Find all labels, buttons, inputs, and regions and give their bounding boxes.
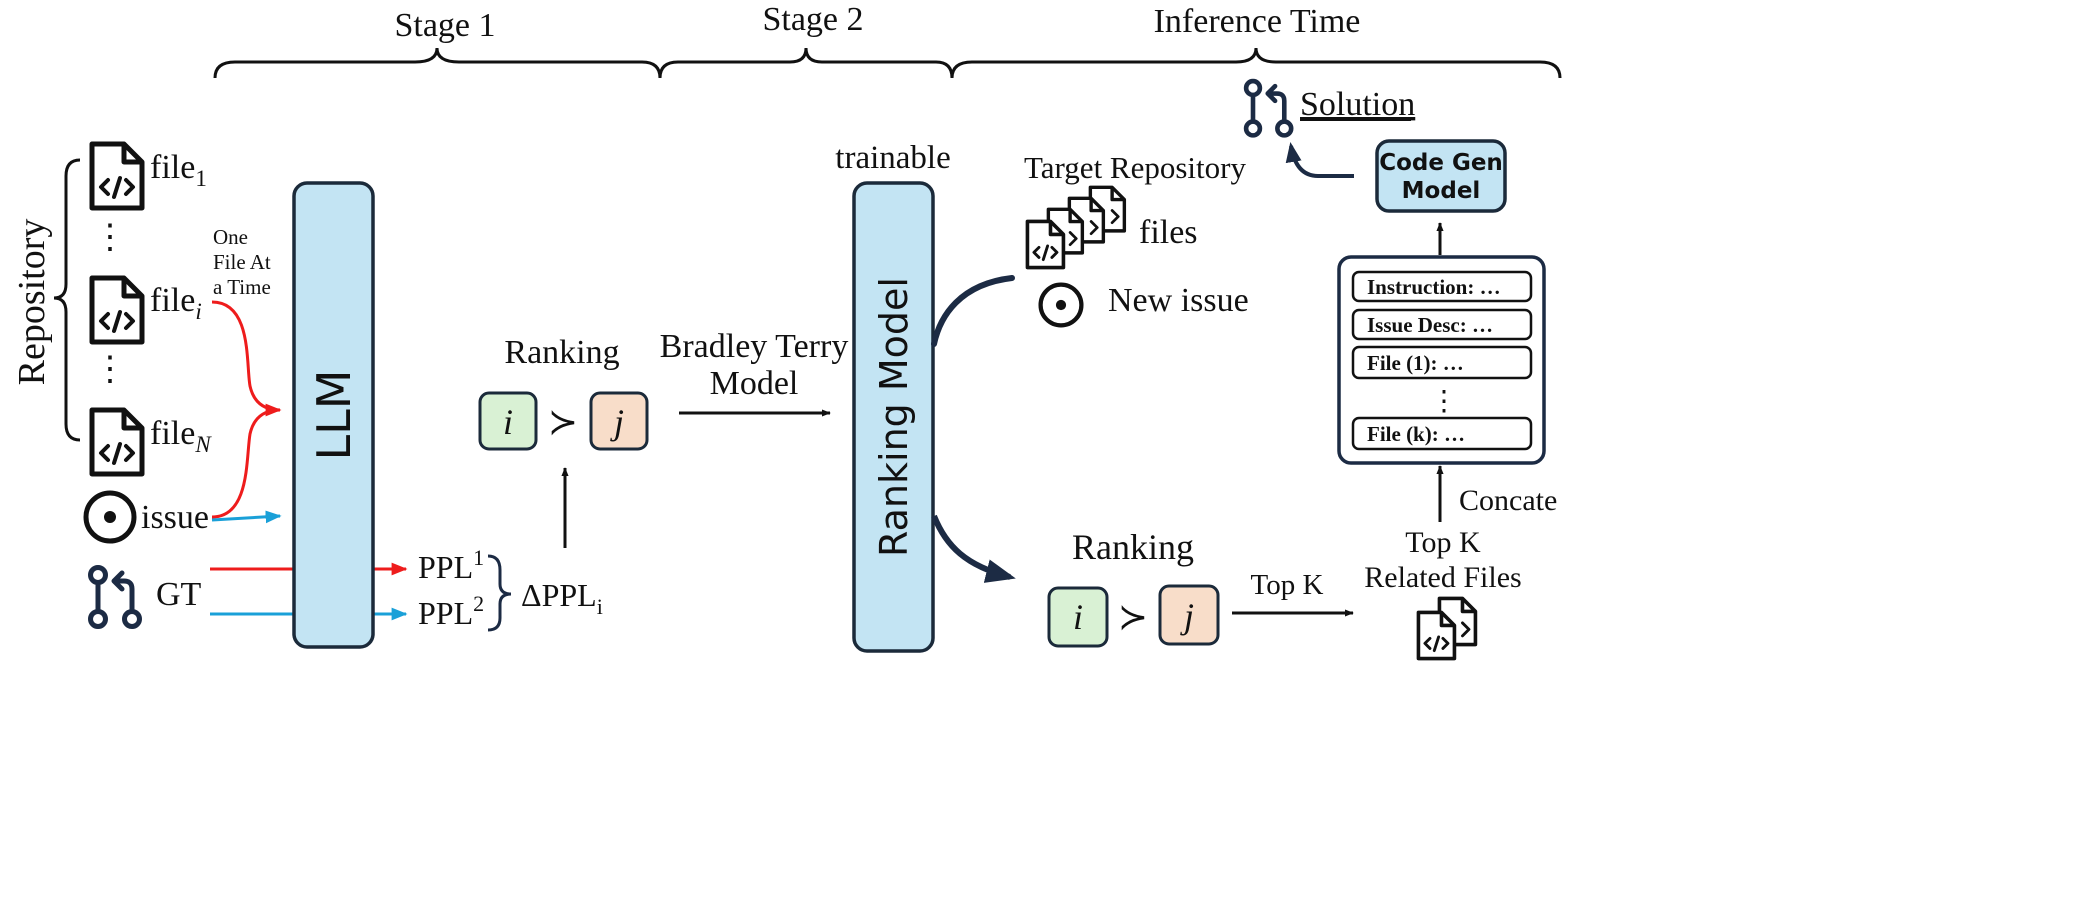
- llm-label: LLM: [307, 370, 361, 461]
- issue-to-llm-red-curve: [211, 408, 281, 519]
- top-k-label: Top K: [1251, 569, 1324, 601]
- concate-label: Concate: [1459, 484, 1557, 517]
- file-i-icon: [92, 278, 142, 342]
- code-gen-line2: Model: [1402, 178, 1481, 204]
- prompt-ellipsis: ⋮: [1430, 386, 1458, 417]
- ranking-model-box: [852, 181, 935, 653]
- one-file-note-line2: File At: [213, 250, 271, 274]
- file-1-icon: [92, 144, 142, 208]
- stage1-title: Stage 1: [394, 7, 495, 44]
- inference-brace: [950, 47, 1562, 79]
- prompt-issue-desc-text: Issue Desc: …: [1367, 313, 1493, 337]
- bradley-terry-line2: Model: [710, 365, 799, 402]
- repository-brace: [53, 158, 81, 442]
- ground-truth-pr-icon: [91, 568, 140, 627]
- inference-rank-i-label: i: [1073, 597, 1083, 637]
- ppl-brace: [487, 554, 512, 632]
- solution-pr-icon: [1246, 81, 1291, 135]
- stage1-rank-j-box: [589, 391, 649, 451]
- prompt-instruction-box: [1351, 270, 1533, 303]
- file-1-label: file1: [150, 149, 207, 191]
- solution-label: Solution: [1300, 86, 1415, 123]
- prompt-file-1-text: File (1): …: [1367, 351, 1464, 375]
- repository-label: Repository: [11, 219, 53, 386]
- file-n-label: fileN: [150, 415, 212, 457]
- stage1-rank-i-box: [478, 391, 538, 451]
- delta-ppl-label: ΔPPLi: [521, 577, 603, 619]
- ppl-1-label: PPL1: [418, 545, 484, 585]
- new-issue-icon: [1041, 285, 1082, 326]
- stage2-brace: [658, 47, 954, 79]
- target-files-label: files: [1139, 214, 1198, 251]
- bradley-terry-line1: Bradley Terry: [660, 328, 849, 365]
- issue-label: issue: [141, 499, 209, 536]
- stage2-title: Stage 2: [762, 1, 863, 38]
- code-gen-line1: Code Gen: [1379, 150, 1503, 176]
- code-gen-model-box: [1375, 139, 1507, 213]
- inference-rank-j-box: [1158, 584, 1220, 646]
- prompt-issue-desc-box: [1351, 308, 1533, 341]
- related-file-front-icon: [1416, 610, 1457, 661]
- issue-icon: [86, 493, 134, 541]
- inference-rank-i-box: [1047, 586, 1109, 648]
- inference-title: Inference Time: [1154, 3, 1361, 40]
- top-k-related-line1: Top K: [1405, 526, 1481, 559]
- stage1-rank-j-label: j: [610, 402, 624, 442]
- file-to-llm-red-arrow: [211, 300, 282, 417]
- new-issue-label: New issue: [1108, 282, 1249, 319]
- gt-label: GT: [156, 576, 202, 613]
- one-file-note-line3: a Time: [213, 275, 271, 299]
- prompt-file-1-box: [1351, 345, 1533, 380]
- one-file-note-line1: One: [213, 225, 248, 249]
- file-i-label: filei: [150, 282, 202, 324]
- repo-to-ranking-model-curve: [931, 275, 1015, 347]
- stage1-precedes-symbol: ≻: [548, 402, 578, 442]
- ellipsis-upper: ⋮: [93, 219, 127, 256]
- inference-rank-j-label: j: [1180, 596, 1194, 636]
- llm-box: [292, 181, 375, 649]
- ppl-2-label: PPL2: [418, 591, 484, 631]
- inference-ranking-title: Ranking: [1072, 527, 1194, 567]
- stage1-ranking-title: Ranking: [504, 334, 619, 371]
- stage1-brace: [213, 47, 662, 79]
- target-repository-label: Target Repository: [1024, 150, 1246, 185]
- prompt-file-k-text: File (k): …: [1367, 422, 1465, 446]
- top-k-related-line2: Related Files: [1364, 561, 1521, 594]
- trainable-label: trainable: [835, 140, 950, 176]
- ranking-model-to-ranking-arrow: [931, 514, 1016, 583]
- file-n-icon: [92, 410, 142, 474]
- codegen-to-solution-arrow: [1285, 142, 1354, 178]
- stage1-rank-i-label: i: [503, 402, 513, 442]
- target-repo-file-front-icon: [1025, 219, 1066, 270]
- prompt-file-k-box: [1351, 416, 1533, 451]
- ellipsis-lower: ⋮: [93, 351, 127, 388]
- ranking-model-label: Ranking Model: [872, 277, 916, 557]
- issue-to-llm-blue-arrow: [211, 510, 282, 524]
- prompt-instruction-text: Instruction: …: [1367, 275, 1501, 299]
- inference-precedes-symbol: ≻: [1118, 597, 1148, 637]
